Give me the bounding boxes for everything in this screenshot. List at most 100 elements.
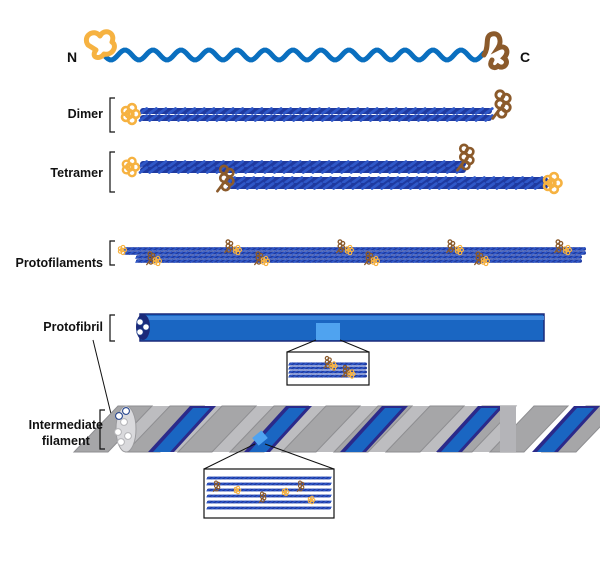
- protofilament-c-tail-end: [336, 247, 341, 254]
- filament-inset-coil-4-twist: [215, 494, 220, 498]
- protofilament-c-tail-end: [474, 259, 479, 266]
- protofilament-upper-b-twist: [329, 251, 336, 255]
- dimer-coil-a-twist: [378, 107, 389, 115]
- protofilament-upper-a-twist: [514, 247, 521, 251]
- protofilament-lower-b-twist: [505, 259, 511, 263]
- protofilament-upper-b-twist: [319, 251, 325, 255]
- filament-inset-coil-4-twist: [206, 494, 211, 498]
- protofilament-lower-b-twist: [249, 259, 255, 263]
- filament-inset-coil-3-twist: [309, 488, 314, 492]
- tetramer-coil-a2-twist: [378, 166, 389, 174]
- dimer-coil-a-twist: [417, 107, 427, 115]
- protofilament-lower-b-twist: [195, 259, 201, 263]
- protofilament-upper-b-twist: [552, 251, 559, 255]
- protofilament-lower-a-twist: [456, 255, 462, 259]
- protofibril-highlight: [140, 316, 544, 320]
- protofilament-lower-b-twist: [548, 259, 555, 263]
- filament-inset-coil-4-twist: [224, 494, 229, 498]
- protofilament-lower-b-twist: [385, 259, 391, 263]
- dimer-coil-b-twist: [215, 114, 225, 122]
- filament-inset-coil-1-twist: [269, 476, 274, 480]
- tetramer-coil-a2: [138, 166, 466, 174]
- inset-coil-2-twist: [312, 366, 318, 370]
- protofilament-lower-b-twist: [298, 259, 304, 263]
- tetramer-coil-b2-twist: [418, 182, 429, 190]
- protofilament-lower-b-twist: [423, 259, 429, 263]
- protofilament-upper-b-twist: [482, 251, 488, 255]
- inset-n-head-loop: [351, 371, 356, 377]
- protofilament-upper-a-twist: [215, 247, 222, 251]
- filament-inset-coil-6-twist: [318, 506, 323, 510]
- filament-inset-coil-4-twist: [318, 494, 323, 498]
- protofilament-lower-a-twist: [467, 255, 473, 259]
- protofilament-lower-b-twist: [200, 259, 206, 263]
- protofilament-upper-b-twist: [416, 251, 423, 255]
- filament-inset-coil-6-twist: [233, 506, 238, 510]
- dimer-coil-b-twist: [436, 114, 446, 122]
- dimer-coil-a-twist: [359, 107, 369, 115]
- protofilament-upper-a-twist: [476, 247, 483, 251]
- filament-inset-coil-6-twist: [273, 506, 278, 510]
- tetramer-coil-a2-twist: [445, 166, 456, 174]
- dimer-c-tail: [491, 89, 512, 120]
- protofibril-end-circle: [136, 318, 144, 326]
- protofilament-c-tail-end: [554, 247, 559, 254]
- dimer-coil-b-twist: [426, 114, 437, 122]
- protofilament-n-head: [152, 255, 163, 267]
- protofilament-n-head-loop: [456, 247, 462, 253]
- protofilament-upper-a-twist: [520, 247, 526, 251]
- filament-inset-coil-2-twist: [224, 482, 229, 486]
- protofibril-zoom-line: [339, 339, 370, 353]
- protofilament-upper-b-twist: [422, 251, 428, 255]
- filament-inset-coil-1-twist: [313, 476, 319, 480]
- filament-right-end: [500, 406, 516, 452]
- filament-zoom-line: [264, 443, 335, 470]
- filament-inset-coil-6-twist: [304, 506, 310, 510]
- filament-end-circle: [117, 438, 125, 446]
- filament-inset-coil-4-twist: [255, 494, 261, 498]
- protofilament-lower-a-twist: [532, 255, 538, 259]
- protofibril-bracket: [109, 314, 115, 342]
- protofilament-upper-b: [123, 251, 586, 255]
- protofilament-lower-b-twist: [537, 259, 544, 263]
- filament-inset-coil-5-twist: [233, 500, 238, 504]
- inset-coil-1-twist: [336, 362, 342, 366]
- protofilament-lower-a-twist: [309, 255, 315, 259]
- filament-inset-coil-6-twist: [260, 506, 265, 510]
- tetramer-coil-b2-twist: [284, 182, 294, 190]
- dimer-coil-b-twist: [484, 114, 494, 122]
- tetramer-coil-a2-twist: [273, 166, 283, 174]
- filament-inset-coil-1-twist: [318, 476, 323, 480]
- filament-inset-coil-2-twist: [278, 482, 283, 486]
- tetramer-coil-b1-twist: [533, 176, 544, 184]
- protofilament-upper-a-twist: [166, 247, 173, 251]
- tetramer-coil-b1-twist: [341, 176, 352, 184]
- filament-inset-c-tail-end: [258, 498, 263, 503]
- filament-inset-n-head-loop: [285, 490, 290, 494]
- filament-inset-coil-6-twist: [313, 506, 319, 510]
- filament-inset-coil-3-twist: [318, 488, 323, 492]
- protofibril-strand: [153, 408, 210, 452]
- protofilament-lower-b-twist: [401, 259, 408, 263]
- protofilament-upper-b-twist: [514, 251, 521, 255]
- protofilament-upper-b-twist: [449, 251, 455, 255]
- tetramer-coil-b2-twist: [476, 182, 486, 190]
- protofilament-lower-a-twist: [276, 255, 283, 259]
- protofilament-lower-b-twist: [396, 259, 402, 263]
- tetramer-coil-a1-twist: [263, 160, 273, 168]
- protofilament-upper-b-twist: [509, 251, 515, 255]
- tetramer-coil-a1-twist: [177, 160, 187, 168]
- protofilament-upper-b-twist: [357, 251, 363, 255]
- protofilament-n-head-loop: [262, 258, 268, 264]
- protofilament-upper-b-twist: [411, 251, 417, 255]
- tetramer-coil-a1-twist: [349, 160, 360, 168]
- tetramer-n-head-a: [121, 156, 141, 178]
- dimer-coil-a-twist: [349, 107, 360, 115]
- gray-strand: [280, 405, 362, 453]
- filament-inset-coil-5-twist: [251, 500, 256, 504]
- tetramer-coil-a2-twist: [330, 166, 341, 174]
- protofilament-lower-b-twist: [418, 259, 424, 263]
- dimer-coil-b-twist: [167, 114, 177, 122]
- protofilament-lower-b-twist: [205, 259, 212, 263]
- inset-c-tail-end: [341, 372, 346, 378]
